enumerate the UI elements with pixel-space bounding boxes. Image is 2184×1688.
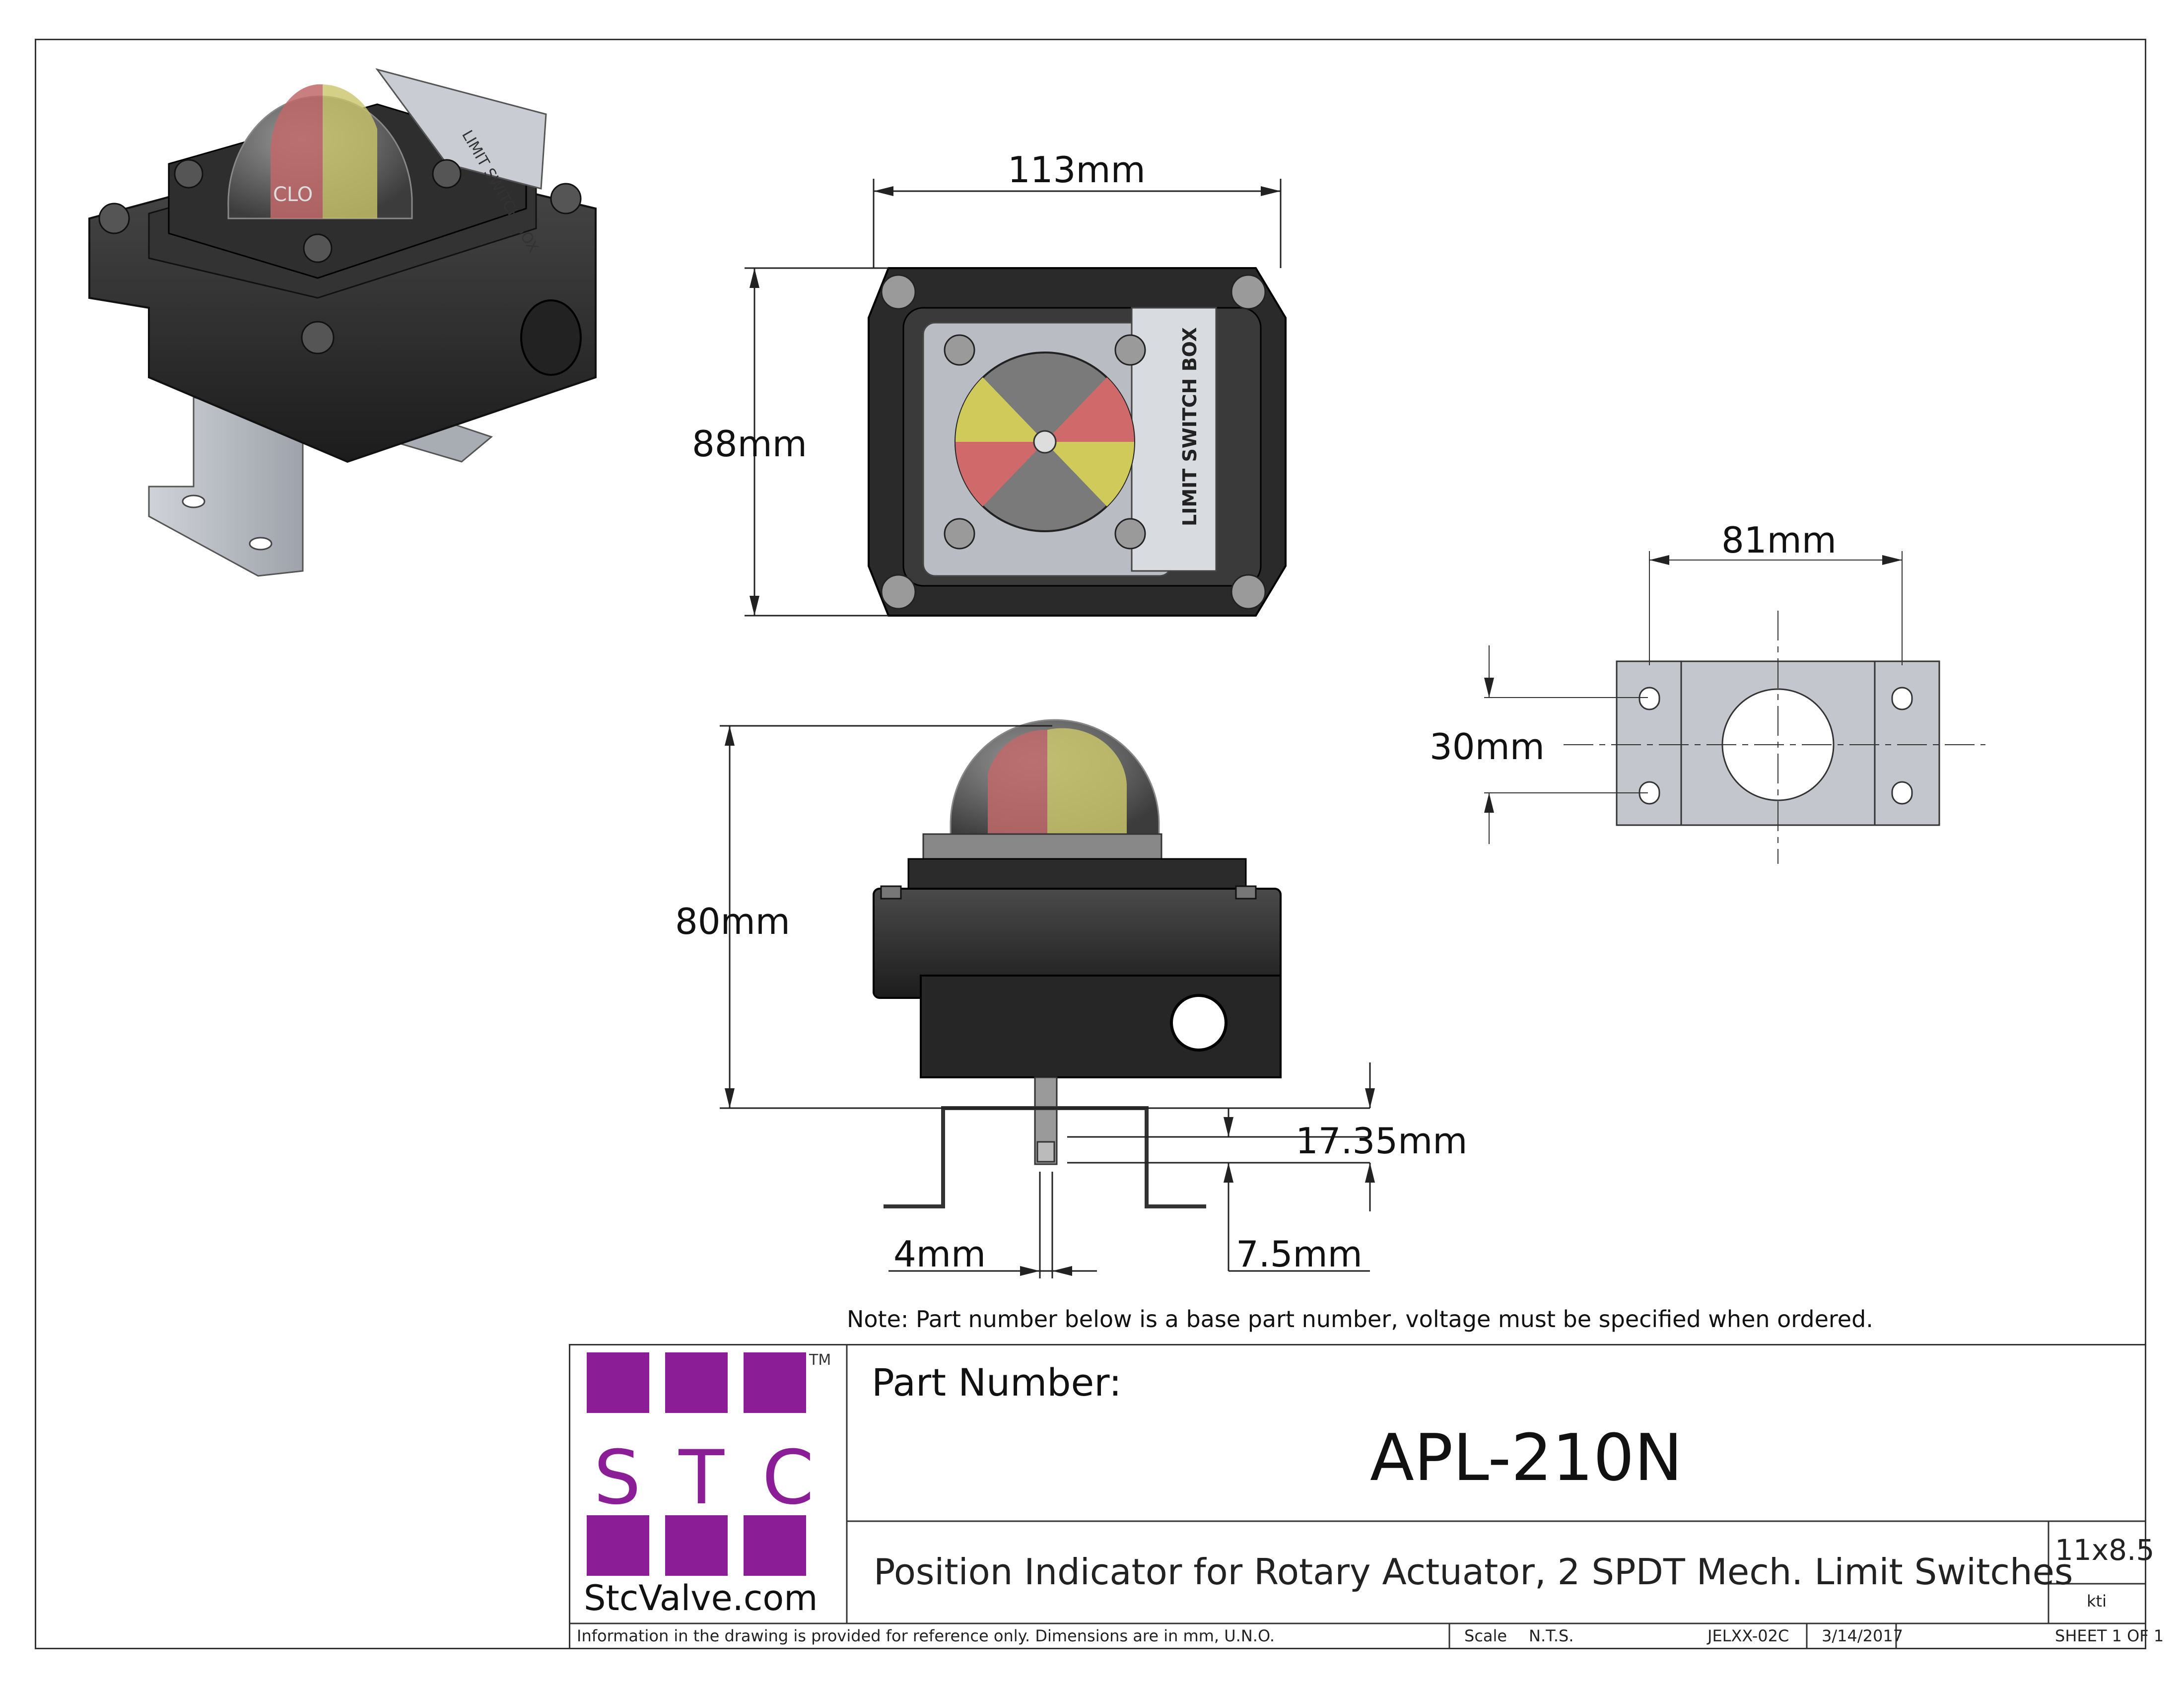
logo-letter-s: S <box>594 1435 641 1521</box>
dim-top-width: 113mm <box>1008 149 1146 191</box>
drawing-border <box>35 39 2146 1649</box>
part-number: APL-210N <box>1370 1420 1683 1495</box>
bracket-view <box>1484 551 1985 864</box>
scale-value: N.T.S. <box>1529 1626 1574 1645</box>
sheet-number: SHEET 1 OF 1 <box>2055 1626 2164 1645</box>
drawing-date: 3/14/2017 <box>1822 1626 1904 1645</box>
title-block <box>569 1344 2146 1649</box>
stc-logo: S T C TM StcValve.com <box>576 1349 848 1621</box>
dim-bracket-width: 81mm <box>1721 519 1837 561</box>
logo-trademark: TM <box>809 1351 831 1369</box>
drawing-number: JELXX-02C <box>1707 1626 1789 1645</box>
part-number-label: Part Number: <box>872 1360 1122 1405</box>
order-note: Note: Part number below is a base part n… <box>847 1306 1873 1333</box>
logo-letters: S T C <box>576 1435 814 1521</box>
drawn-by: kti <box>2087 1592 2107 1611</box>
top-view: LIMIT SWITCH BOX <box>745 179 1287 617</box>
logo-letter-c: C <box>762 1435 814 1521</box>
logo-website: StcValve.com <box>584 1578 818 1618</box>
dim-bracket-slot: 30mm <box>1430 726 1545 768</box>
dim-shaft-length: 17.35mm <box>1296 1120 1468 1162</box>
disclaimer: Information in the drawing is provided f… <box>577 1626 1275 1645</box>
dim-shaft-dia: 4mm <box>893 1233 986 1275</box>
iso-dome-text: CLO <box>273 183 313 206</box>
isometric-view: LIMIT SWITCH BOX CLO <box>88 68 597 577</box>
dim-top-height: 88mm <box>692 423 807 465</box>
part-description: Position Indicator for Rotary Actuator, … <box>874 1551 2073 1593</box>
side-view <box>720 719 1375 1278</box>
logo-letter-t: T <box>679 1435 725 1521</box>
scale-label: Scale <box>1464 1626 1507 1645</box>
dim-shaft-flat: 7.5mm <box>1236 1233 1363 1275</box>
top-box-text: LIMIT SWITCH BOX <box>1179 327 1201 526</box>
sheet-size: 11x8.5 <box>2055 1533 2155 1567</box>
dim-side-height: 80mm <box>675 901 790 942</box>
